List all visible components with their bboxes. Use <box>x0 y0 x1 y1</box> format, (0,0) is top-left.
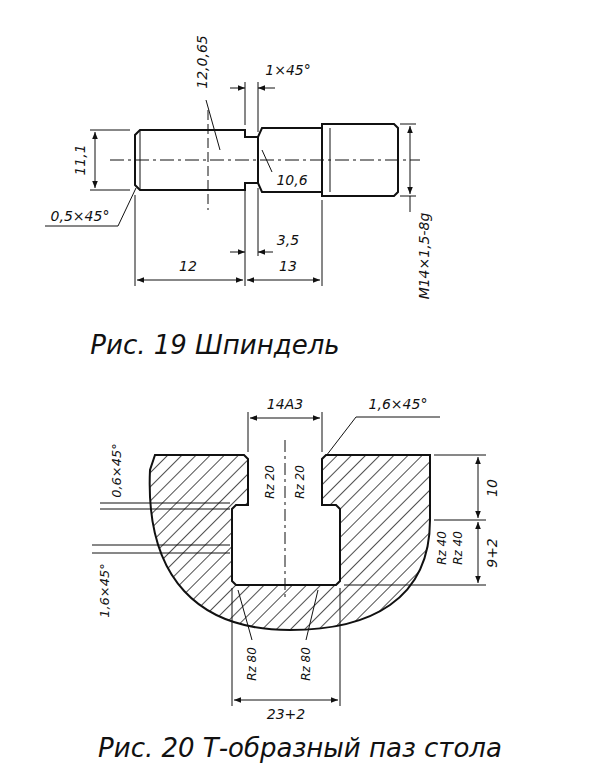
roughness-mark: Rz 80 <box>246 647 258 681</box>
roughness-mark: Rz 20 <box>294 465 306 499</box>
chamfer-note: 0,6×45° <box>109 443 122 498</box>
dimension: 3,5 <box>277 233 299 247</box>
chamfer-note: 1,6×45° <box>97 563 110 618</box>
dimension: 10,6 <box>276 173 307 187</box>
chamfer-note: 1×45° <box>265 63 310 77</box>
dimension: 9+2 <box>485 538 499 568</box>
roughness-mark: Rz 20 <box>264 465 276 499</box>
dimension: 12,0,65 <box>195 35 209 88</box>
dimension: 14А3 <box>267 397 303 411</box>
roughness-mark: Rz 40 <box>452 531 464 565</box>
dimension: 12 <box>179 259 197 273</box>
roughness-mark: Rz 40 <box>436 531 448 565</box>
chamfer-note: 0,5×45° <box>51 209 110 223</box>
roughness-mark: Rz 80 <box>300 647 312 681</box>
chamfer-note: 1,6×45° <box>369 397 428 411</box>
dimension: 10 <box>485 479 499 497</box>
dimension: 13 <box>279 259 297 273</box>
dimension: 11,1 <box>73 144 87 175</box>
figure-caption: Рис. 19 Шпиндель <box>90 332 339 358</box>
dimension: 23+2 <box>267 707 305 721</box>
thread-dimension: M14×1,5-8g <box>417 213 431 300</box>
figure-caption: Рис. 20 Т-образный паз стола <box>98 735 502 761</box>
